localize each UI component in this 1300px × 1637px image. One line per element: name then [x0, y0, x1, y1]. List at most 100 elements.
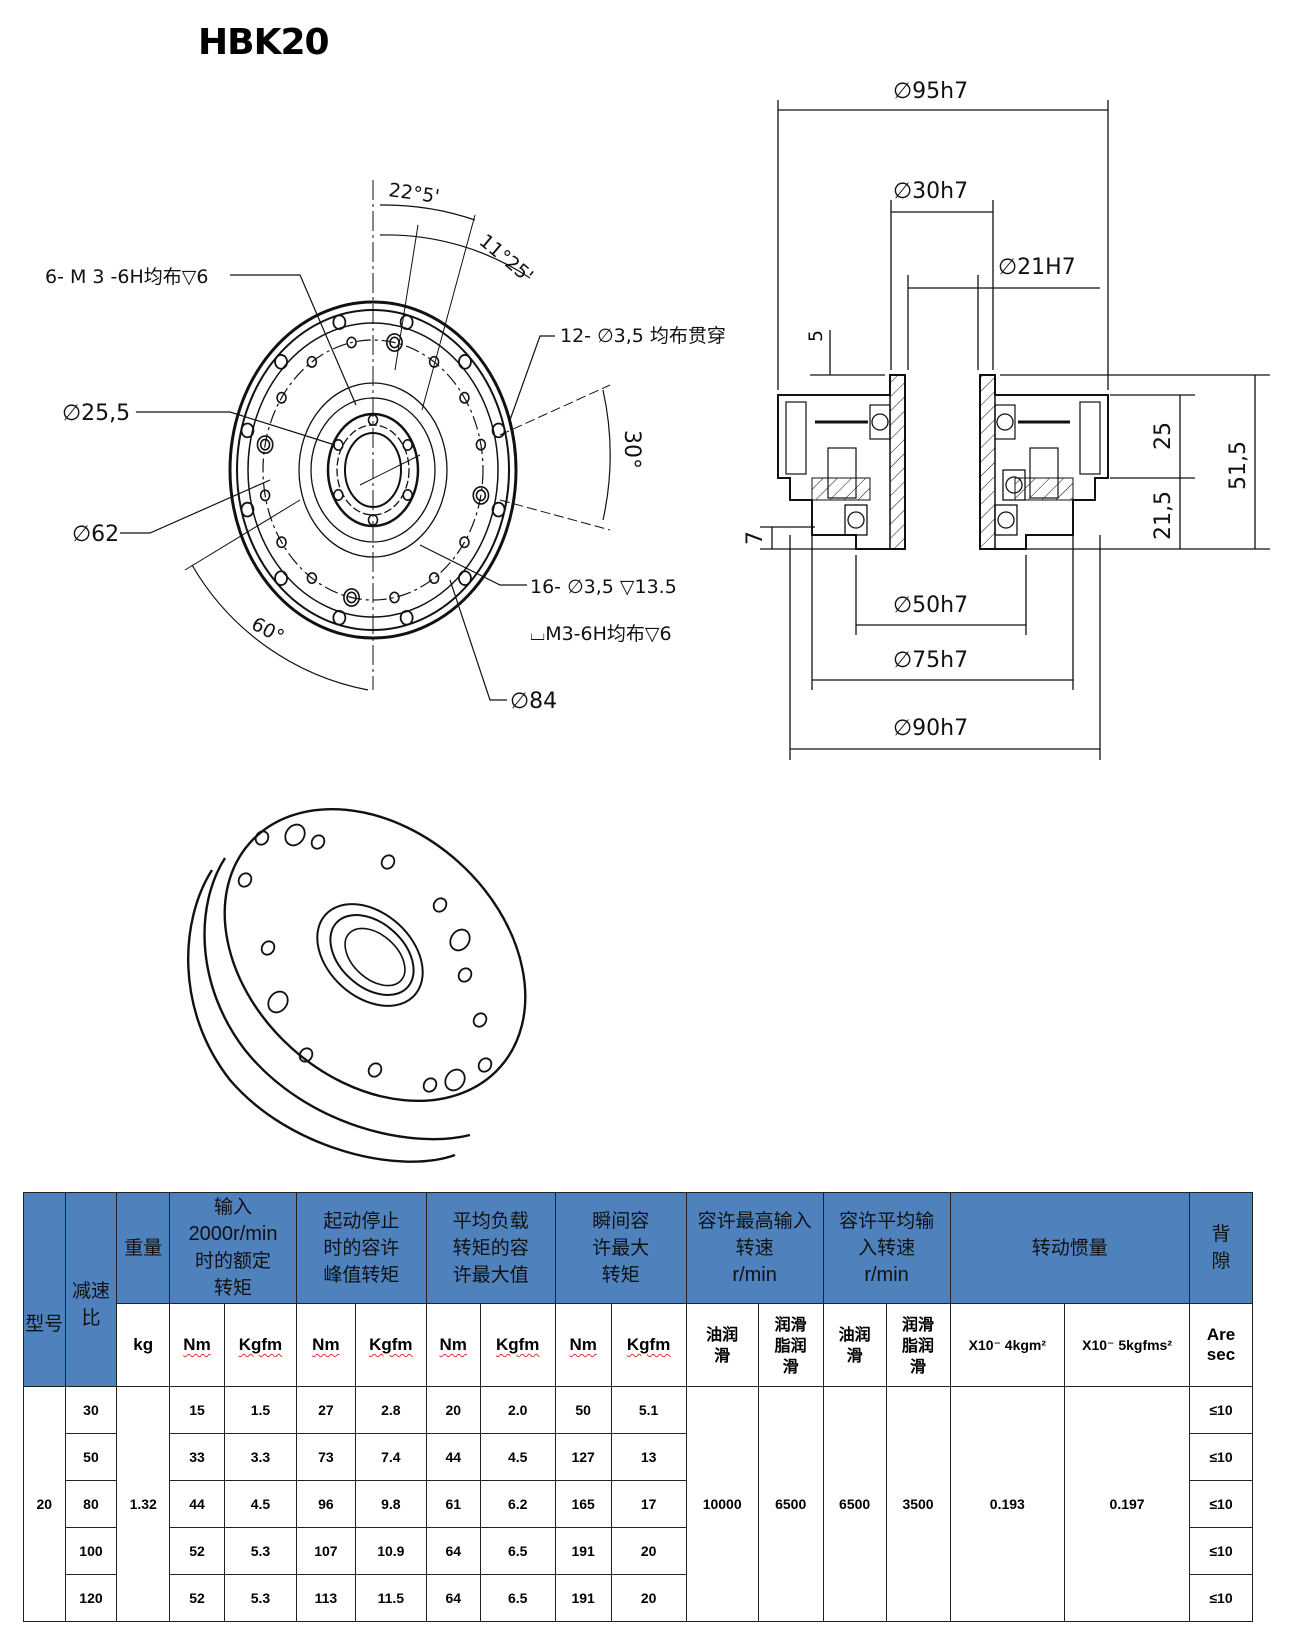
flange-hole	[274, 354, 288, 370]
cell-inst-kgfm: 5.1	[610, 1386, 687, 1434]
front-flange	[223, 807, 527, 1103]
iso-hole	[298, 1047, 314, 1063]
header-avg-input-speed: 容许平均输入转速 r/min	[822, 1192, 951, 1304]
bolt-hole	[475, 489, 487, 502]
unit-avg-grease: 润滑脂润滑	[885, 1303, 951, 1387]
front-view-labels: 22°5' 11°25' 6- M 3 -6H均布▽6 12- ∅3,5 均布贯…	[45, 179, 726, 714]
cell-backlash: ≤10	[1188, 1480, 1254, 1528]
flange-hole	[491, 501, 506, 518]
section-view	[760, 100, 1270, 760]
cell-avg-kgfm: 4.5	[479, 1433, 556, 1481]
cell-avg-speed-grease: 3500	[885, 1386, 951, 1622]
header-avg-input-speed-unit: r/min	[864, 1263, 909, 1286]
unit-avg-kgfm: Kgfm	[479, 1303, 556, 1387]
unit-max-oil: 油润滑	[685, 1303, 759, 1387]
bolt-hole	[389, 591, 400, 604]
header-weight: 重量	[116, 1192, 171, 1304]
dim-21-5-label: 21,5	[1151, 491, 1176, 540]
bolt-hole-counterbore	[343, 588, 360, 607]
unit-kgfm-text: Kgfm	[626, 1335, 671, 1354]
cell-inertia-si: 0.193	[949, 1386, 1066, 1622]
dim-51-5-label: 51,5	[1226, 441, 1251, 490]
iso-hole	[367, 1062, 383, 1078]
cell-avg-kgfm: 6.5	[479, 1527, 556, 1575]
spec-table: 型号 减速比 重量 输入 2000r/min 时的额定 转矩 起动停止时的容许峰…	[23, 1192, 1254, 1622]
cell-weight: 1.32	[116, 1386, 171, 1622]
iso-counterbore-hole	[449, 928, 471, 952]
cell-rated-kgfm: 5.3	[223, 1527, 297, 1575]
cell-rated-nm: 33	[169, 1433, 225, 1481]
unit-avg-oil: 油润滑	[822, 1303, 887, 1387]
cell-peak-kgfm: 9.8	[354, 1480, 427, 1528]
unit-kgfm-text: Kgfm	[369, 1335, 413, 1354]
cell-model: 20	[23, 1386, 66, 1622]
unit-avg-nm: Nm	[425, 1303, 481, 1387]
flange-hole	[399, 609, 414, 626]
product-title: HBK20	[198, 22, 330, 63]
dia-90-label: ∅90h7	[893, 716, 968, 741]
cell-rated-nm: 52	[169, 1527, 225, 1575]
flange-hole	[332, 314, 347, 331]
unit-inertia-kgf: X10⁻ 5kgfms²	[1064, 1303, 1190, 1387]
dim-25-label: 25	[1151, 422, 1176, 450]
holes-m3-label: 6- M 3 -6H均布▽6	[45, 266, 208, 288]
angle-60-label: 60°	[248, 613, 288, 648]
unit-peak-nm: Nm	[295, 1303, 356, 1387]
cell-inst-nm: 165	[554, 1480, 612, 1528]
cell-max-speed-grease: 6500	[757, 1386, 824, 1622]
bolt-hole	[475, 438, 487, 451]
cell-peak-kgfm: 10.9	[354, 1527, 427, 1575]
unit-arcsec: Are sec	[1188, 1303, 1254, 1387]
cell-backlash: ≤10	[1188, 1386, 1254, 1434]
dia-62-label: ∅62	[72, 522, 119, 547]
cell-peak-kgfm: 2.8	[354, 1386, 427, 1434]
unit-nm-text: Nm	[312, 1335, 340, 1354]
cell-rated-kgfm: 4.5	[223, 1480, 297, 1528]
cell-avg-kgfm: 2.0	[479, 1386, 556, 1434]
cell-rated-nm: 52	[169, 1574, 225, 1622]
bolt-hole	[259, 438, 271, 451]
dia-50-label: ∅50h7	[893, 593, 968, 618]
cell-ratio: 120	[64, 1574, 118, 1622]
isometric-view	[187, 807, 527, 1163]
cell-ratio: 30	[64, 1386, 118, 1434]
cell-avg-nm: 20	[425, 1386, 481, 1434]
cell-rated-kgfm: 3.3	[223, 1433, 297, 1481]
flange-hole	[274, 570, 288, 586]
holes-16-label: 16- ∅3,5 ▽13.5	[530, 576, 677, 598]
header-max-input-speed-unit: r/min	[732, 1263, 777, 1286]
bolt-hole	[306, 355, 318, 368]
cell-backlash: ≤10	[1188, 1433, 1254, 1481]
cell-rated-kgfm: 1.5	[223, 1386, 297, 1434]
flange-hole	[240, 422, 255, 439]
bolt-hole-counterbore	[472, 486, 490, 505]
iso-hole	[472, 1012, 488, 1028]
cell-rated-nm: 44	[169, 1480, 225, 1528]
header-rated-torque-line2: 2000r/min	[188, 1223, 278, 1245]
flange-hole	[458, 570, 472, 586]
bolt-hole	[459, 536, 470, 549]
cell-avg-kgfm: 6.5	[479, 1574, 556, 1622]
front-view	[120, 180, 611, 701]
iso-hole	[477, 1057, 493, 1073]
header-rated-torque-line1: 输入	[214, 1196, 253, 1218]
angle-30-label: 30°	[619, 430, 644, 469]
cell-peak-nm: 96	[295, 1480, 356, 1528]
iso-hole	[310, 834, 326, 850]
cell-avg-nm: 64	[425, 1527, 481, 1575]
unit-kgfm-text: Kgfm	[238, 1335, 283, 1354]
iso-counterbore-hole	[267, 990, 289, 1014]
cell-backlash: ≤10	[1188, 1527, 1254, 1575]
cell-ratio: 100	[64, 1527, 118, 1575]
angle-11-label: 11°25'	[475, 230, 537, 287]
dia-25-5-label: ∅25,5	[62, 401, 130, 426]
bolt-hole	[346, 591, 357, 604]
bolt-hole	[428, 572, 440, 585]
cell-max-speed-oil: 10000	[685, 1386, 759, 1622]
unit-inertia-si: X10⁻ 4kgm²	[949, 1303, 1066, 1387]
cell-ratio: 80	[64, 1480, 118, 1528]
iso-hole	[380, 854, 396, 870]
bolt-hole	[306, 572, 318, 585]
angle-22-label: 22°5'	[387, 179, 441, 208]
